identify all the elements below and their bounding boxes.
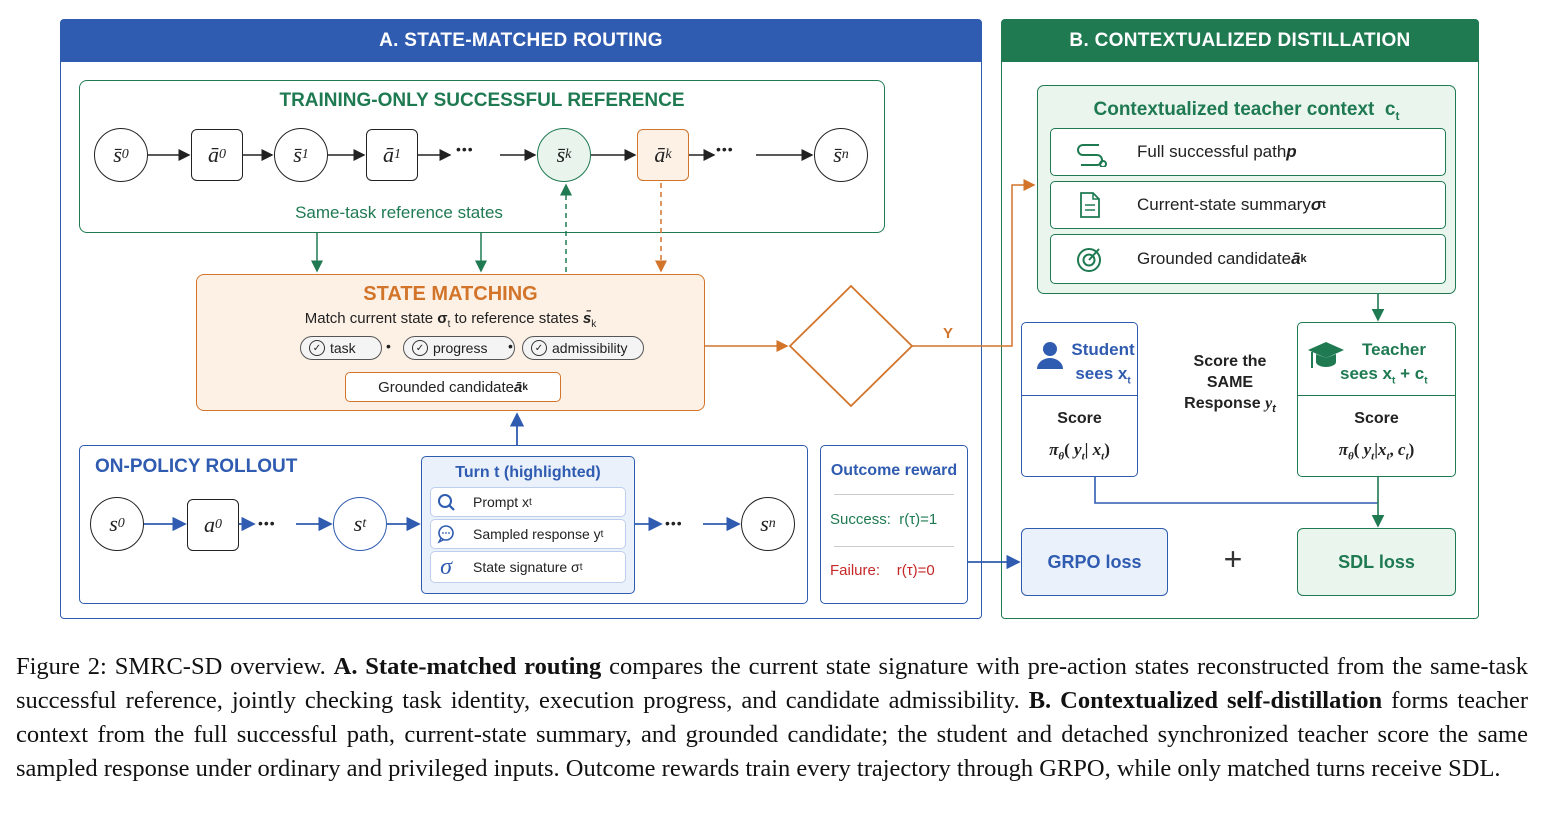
ref-node-sk: s̄k: [537, 128, 591, 182]
teacher-context-title: Contextualized teacher context ct: [1093, 99, 1400, 123]
pill-admissibility: ✓admissibility: [522, 336, 644, 360]
ref-node-s0: s̄0: [94, 128, 148, 182]
context-item-path: Full successful path p: [1050, 128, 1446, 176]
panel-b-title: B. CONTEXTUALIZED DISTILLATION: [1002, 20, 1478, 62]
panel-state-matched-routing: A. STATE-MATCHED ROUTING: [60, 19, 982, 619]
student-formula: πθ( yt| xt): [1049, 440, 1110, 463]
divider: [834, 546, 954, 547]
reference-title: TRAINING-ONLY SUCCESSFUL REFERENCE: [279, 90, 685, 111]
ref-ellipsis-1: •••: [456, 141, 474, 157]
same-response-note: Score the SAME Response yt: [1184, 353, 1276, 416]
rollout-ellipsis-1: •••: [258, 515, 276, 531]
ref-ellipsis-2: •••: [716, 141, 734, 157]
divider: [834, 494, 954, 495]
outcome-reward-box: [820, 445, 968, 604]
plus-sign: +: [1223, 541, 1243, 577]
pill-separator: •: [386, 338, 391, 354]
student-box: [1021, 322, 1138, 477]
pill-separator: •: [508, 338, 513, 354]
teacher-score-label: Score: [1354, 410, 1399, 427]
panel-a-title: A. STATE-MATCHED ROUTING: [61, 20, 981, 62]
match-decision-label: MATCH?: [823, 337, 887, 354]
rollout-title: ON-POLICY ROLLOUT: [95, 456, 298, 477]
check-icon: ✓: [412, 340, 428, 356]
document-icon: [1080, 192, 1100, 218]
sdl-loss-box: SDL loss: [1297, 528, 1456, 596]
divider: [1297, 395, 1456, 396]
pill-task: ✓task: [300, 336, 382, 360]
ref-node-s1: s̄1: [274, 128, 328, 182]
rollout-box: [79, 445, 808, 604]
student-label: Student: [1071, 340, 1135, 359]
teacher-formula: πθ( yt|xt, ct): [1338, 440, 1415, 463]
target-icon: [1077, 248, 1101, 272]
success-reward: Success: r(τ)=1: [830, 511, 938, 528]
state-matching-desc: Match current state σt to reference stat…: [304, 310, 597, 330]
search-icon: [438, 494, 455, 511]
graduation-cap-icon: [1308, 342, 1344, 368]
outcome-reward-title: Outcome reward: [830, 462, 958, 479]
failure-reward: Failure: r(τ)=0: [830, 562, 935, 579]
check-icon: ✓: [531, 340, 547, 356]
student-score-label: Score: [1057, 410, 1102, 427]
student-icon: [1037, 342, 1063, 369]
divider: [1021, 395, 1138, 396]
check-icon: ✓: [309, 340, 325, 356]
turn-t-title: Turn t (highlighted): [455, 464, 601, 481]
reference-box: [79, 80, 885, 233]
reference-states-caption: Same-task reference states: [295, 203, 503, 222]
ref-node-sn: s̄n: [814, 128, 868, 182]
match-yes-label: Y: [943, 325, 954, 342]
teacher-label: Teacher: [1362, 340, 1426, 359]
state-matching-title: STATE MATCHING: [363, 283, 538, 305]
teacher-sees: sees xt + ct: [1340, 364, 1428, 387]
path-icon: [1077, 144, 1107, 167]
panel-contextualized-distillation: B. CONTEXTUALIZED DISTILLATION: [1001, 19, 1479, 619]
pill-progress: ✓progress: [403, 336, 515, 360]
student-sees: sees xt: [1075, 364, 1131, 387]
grpo-loss-box: GRPO loss: [1021, 528, 1168, 596]
figure-caption: Figure 2: SMRC-SD overview. A. State-mat…: [16, 653, 1529, 782]
sigma-icon: σ: [440, 553, 452, 580]
rollout-ellipsis-2: •••: [665, 515, 683, 531]
chat-icon: [437, 525, 454, 544]
